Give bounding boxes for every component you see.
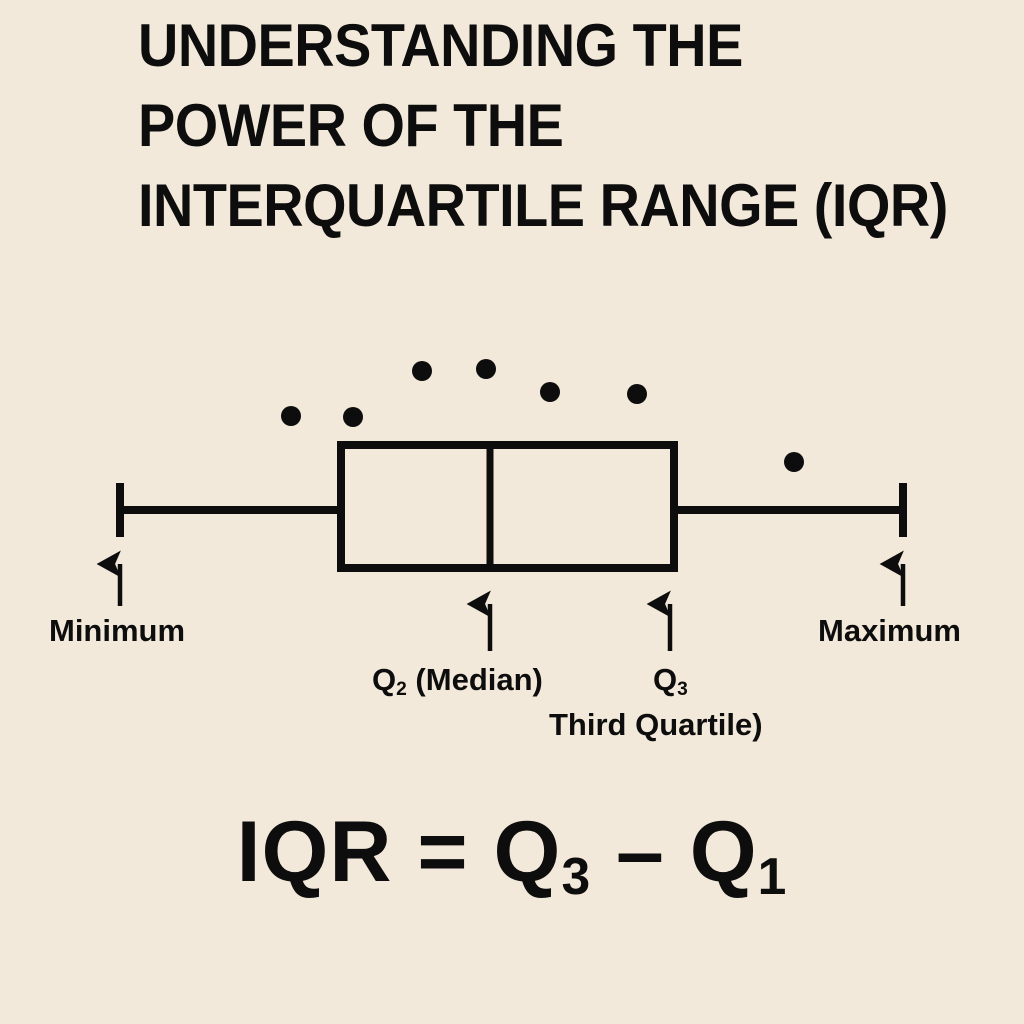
page-title: UNDERSTANDING THE POWER OF THE INTERQUAR… (138, 6, 1018, 246)
label-maximum-text: Maximum (818, 613, 961, 648)
data-point-dot (476, 359, 496, 379)
label-q2-median: Q2 (Median) (372, 662, 543, 703)
label-maximum: Maximum (818, 613, 961, 649)
formula-q1-subscript: 1 (757, 847, 788, 906)
label-q2-prefix: Q (372, 662, 397, 697)
data-point-dot (540, 382, 560, 402)
data-point-dot (343, 407, 363, 427)
iqr-box (337, 441, 678, 572)
title-line-2: POWER OF THE (138, 92, 564, 159)
label-minimum: Minimum (49, 613, 185, 649)
formula-operator: – Q (591, 804, 758, 900)
label-third-quartile: Third Quartile) (549, 707, 763, 743)
label-q3-subscript: 3 (677, 679, 688, 701)
title-line-3: INTERQUARTILE RANGE (IQR) (138, 172, 948, 239)
label-q2-subscript: 2 (396, 679, 407, 701)
data-point-dot (627, 384, 647, 404)
iqr-formula: IQR = Q3 – Q1 (0, 802, 1024, 913)
outlier-dot (784, 452, 804, 472)
label-q3-prefix: Q (653, 662, 678, 697)
label-q2-suffix: (Median) (406, 662, 543, 697)
label-minimum-text: Minimum (49, 613, 186, 648)
title-line-1: UNDERSTANDING THE (138, 12, 743, 79)
formula-q3-subscript: 3 (561, 847, 592, 906)
label-q3: Q3 (653, 662, 688, 703)
label-third-quartile-text: Third Quartile) (549, 707, 763, 742)
data-point-dot (412, 361, 432, 381)
data-point-dot (281, 406, 301, 426)
formula-lhs: IQR = Q (236, 804, 562, 900)
